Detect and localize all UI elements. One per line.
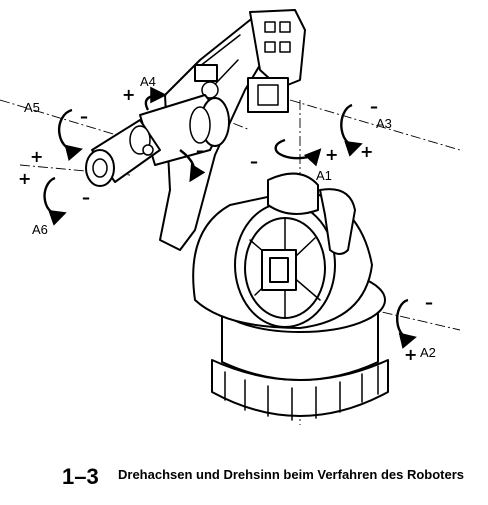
figure-number: 1–3 — [62, 464, 99, 489]
a1-rotation-arrow — [274, 138, 322, 167]
a5-minus-sign: – — [80, 107, 88, 126]
a6-label: A6 — [32, 222, 48, 237]
a4-rotation-arrow-lower — [179, 149, 206, 183]
a3-plus-sign: + — [360, 142, 373, 161]
robot-counterweight — [319, 188, 356, 255]
a2-rotation-arrow — [396, 298, 417, 349]
robot-motor-block — [249, 9, 306, 89]
axis-labels: A5 – + A6 + – A4 + – A1 – + A3 – + A2 – … — [18, 74, 436, 364]
robot-axes-diagram: A5 – + A6 + – A4 + – A1 – + A3 – + A2 – … — [0, 9, 461, 425]
a3-label: A3 — [376, 116, 392, 131]
a3-minus-sign: – — [370, 97, 378, 116]
robot-drawing — [85, 9, 389, 421]
a5-label: A5 — [24, 100, 40, 115]
figure-caption: Drehachsen und Drehsinn beim Verfahren d… — [118, 467, 465, 482]
a2-plus-sign: + — [404, 345, 417, 364]
a4-minus-sign: – — [196, 141, 204, 160]
a2-minus-sign: – — [425, 293, 433, 312]
a1-minus-sign: – — [250, 152, 258, 171]
rotation-arrows — [43, 86, 417, 349]
a6-plus-sign: + — [18, 169, 31, 188]
a1-label: A1 — [316, 168, 332, 183]
a4-rotation-arrow — [144, 86, 168, 111]
a6-minus-sign: – — [82, 188, 90, 207]
a6-rotation-arrow — [43, 176, 67, 226]
a4-label: A4 — [140, 74, 156, 89]
a2-label: A2 — [420, 345, 436, 360]
a5-rotation-arrow — [57, 108, 83, 161]
a5-plus-sign: + — [30, 147, 43, 166]
a1-plus-sign: + — [325, 145, 338, 164]
a4-plus-sign: + — [122, 85, 135, 104]
a3-rotation-arrow — [340, 103, 363, 157]
